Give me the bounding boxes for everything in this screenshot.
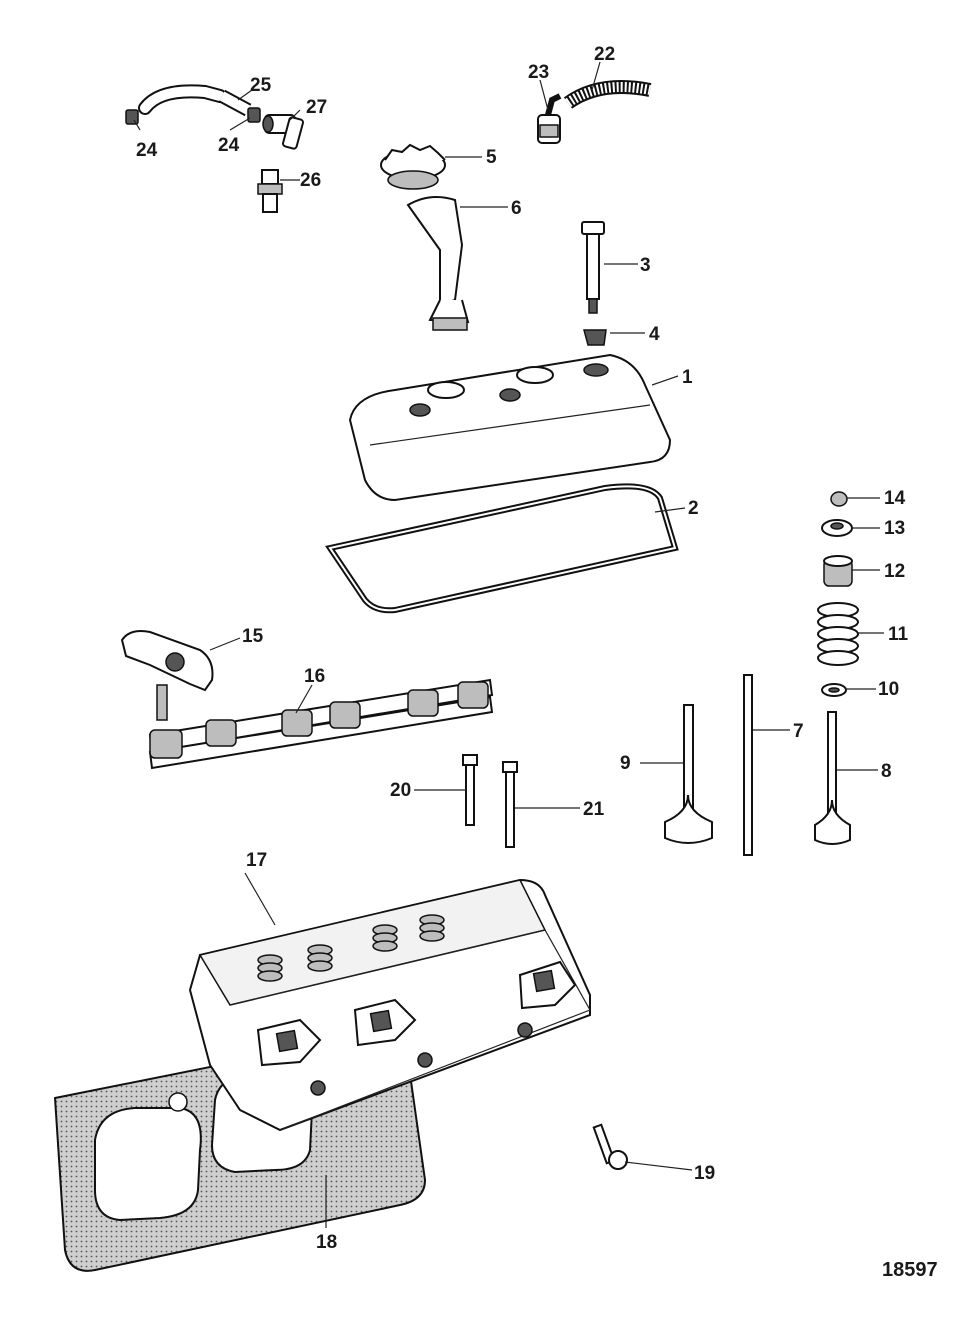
callout-15: 15 bbox=[242, 626, 264, 647]
part-elbow-fitting bbox=[262, 114, 304, 150]
part-washer bbox=[821, 683, 847, 697]
part-filler-tube bbox=[406, 195, 470, 331]
part-connector bbox=[537, 93, 562, 144]
leader-lines bbox=[133, 61, 884, 1228]
reference-number: 18597 bbox=[882, 1259, 938, 1281]
callout-18: 18 bbox=[316, 1232, 337, 1253]
callout-4: 4 bbox=[649, 324, 660, 345]
part-corrugated-hose bbox=[563, 79, 652, 109]
part-clamp-right bbox=[247, 107, 261, 123]
callout-1: 1 bbox=[682, 367, 693, 388]
callout-24-left: 24 bbox=[136, 140, 158, 161]
callout-23: 23 bbox=[528, 62, 549, 83]
part-cylinder-head bbox=[188, 878, 591, 1132]
part-bolt-long bbox=[502, 761, 518, 848]
part-intake-valve bbox=[664, 704, 713, 844]
part-valve-cover bbox=[348, 353, 672, 502]
head-springs bbox=[257, 914, 445, 982]
part-bolt-short bbox=[462, 754, 478, 826]
callout-7: 7 bbox=[793, 721, 804, 742]
callout-12: 12 bbox=[884, 561, 905, 582]
callout-11: 11 bbox=[888, 624, 909, 645]
callout-17: 17 bbox=[246, 850, 267, 871]
callout-26: 26 bbox=[300, 170, 321, 191]
callout-16: 16 bbox=[304, 666, 325, 687]
part-cover-gasket bbox=[325, 483, 679, 614]
callout-14: 14 bbox=[884, 488, 906, 509]
part-oil-cap bbox=[380, 143, 446, 190]
callout-5: 5 bbox=[486, 147, 497, 168]
callout-22: 22 bbox=[594, 44, 615, 65]
part-exhaust-valve bbox=[814, 711, 851, 845]
callout-labels: 1 2 3 4 5 6 7 8 9 10 11 12 13 14 15 16 1… bbox=[136, 44, 909, 1253]
part-valve-retainer bbox=[821, 519, 853, 537]
callout-3: 3 bbox=[640, 255, 651, 276]
part-pushrod bbox=[743, 674, 753, 856]
part-clamp-left bbox=[125, 109, 139, 125]
part-fitting bbox=[257, 169, 283, 213]
part-head-bolt bbox=[592, 1123, 628, 1170]
part-valve-spring bbox=[817, 602, 859, 666]
callout-10: 10 bbox=[878, 679, 899, 700]
part-grommet bbox=[583, 329, 607, 346]
callout-2: 2 bbox=[688, 498, 699, 519]
callout-6: 6 bbox=[511, 198, 522, 219]
callout-25: 25 bbox=[250, 75, 272, 96]
part-hose bbox=[138, 84, 252, 117]
callout-13: 13 bbox=[884, 518, 905, 539]
callout-21: 21 bbox=[583, 799, 605, 820]
part-rocker-arm bbox=[120, 630, 214, 721]
callout-9: 9 bbox=[620, 753, 631, 774]
callout-24-right: 24 bbox=[218, 135, 240, 156]
callout-27: 27 bbox=[306, 97, 327, 118]
part-stud-bolt bbox=[581, 221, 605, 314]
part-rocker-rail bbox=[148, 678, 494, 770]
callout-20: 20 bbox=[390, 780, 411, 801]
callout-8: 8 bbox=[881, 761, 892, 782]
part-valve-seal bbox=[823, 555, 853, 587]
part-valve-keeper bbox=[830, 491, 848, 507]
callout-19: 19 bbox=[694, 1163, 715, 1184]
